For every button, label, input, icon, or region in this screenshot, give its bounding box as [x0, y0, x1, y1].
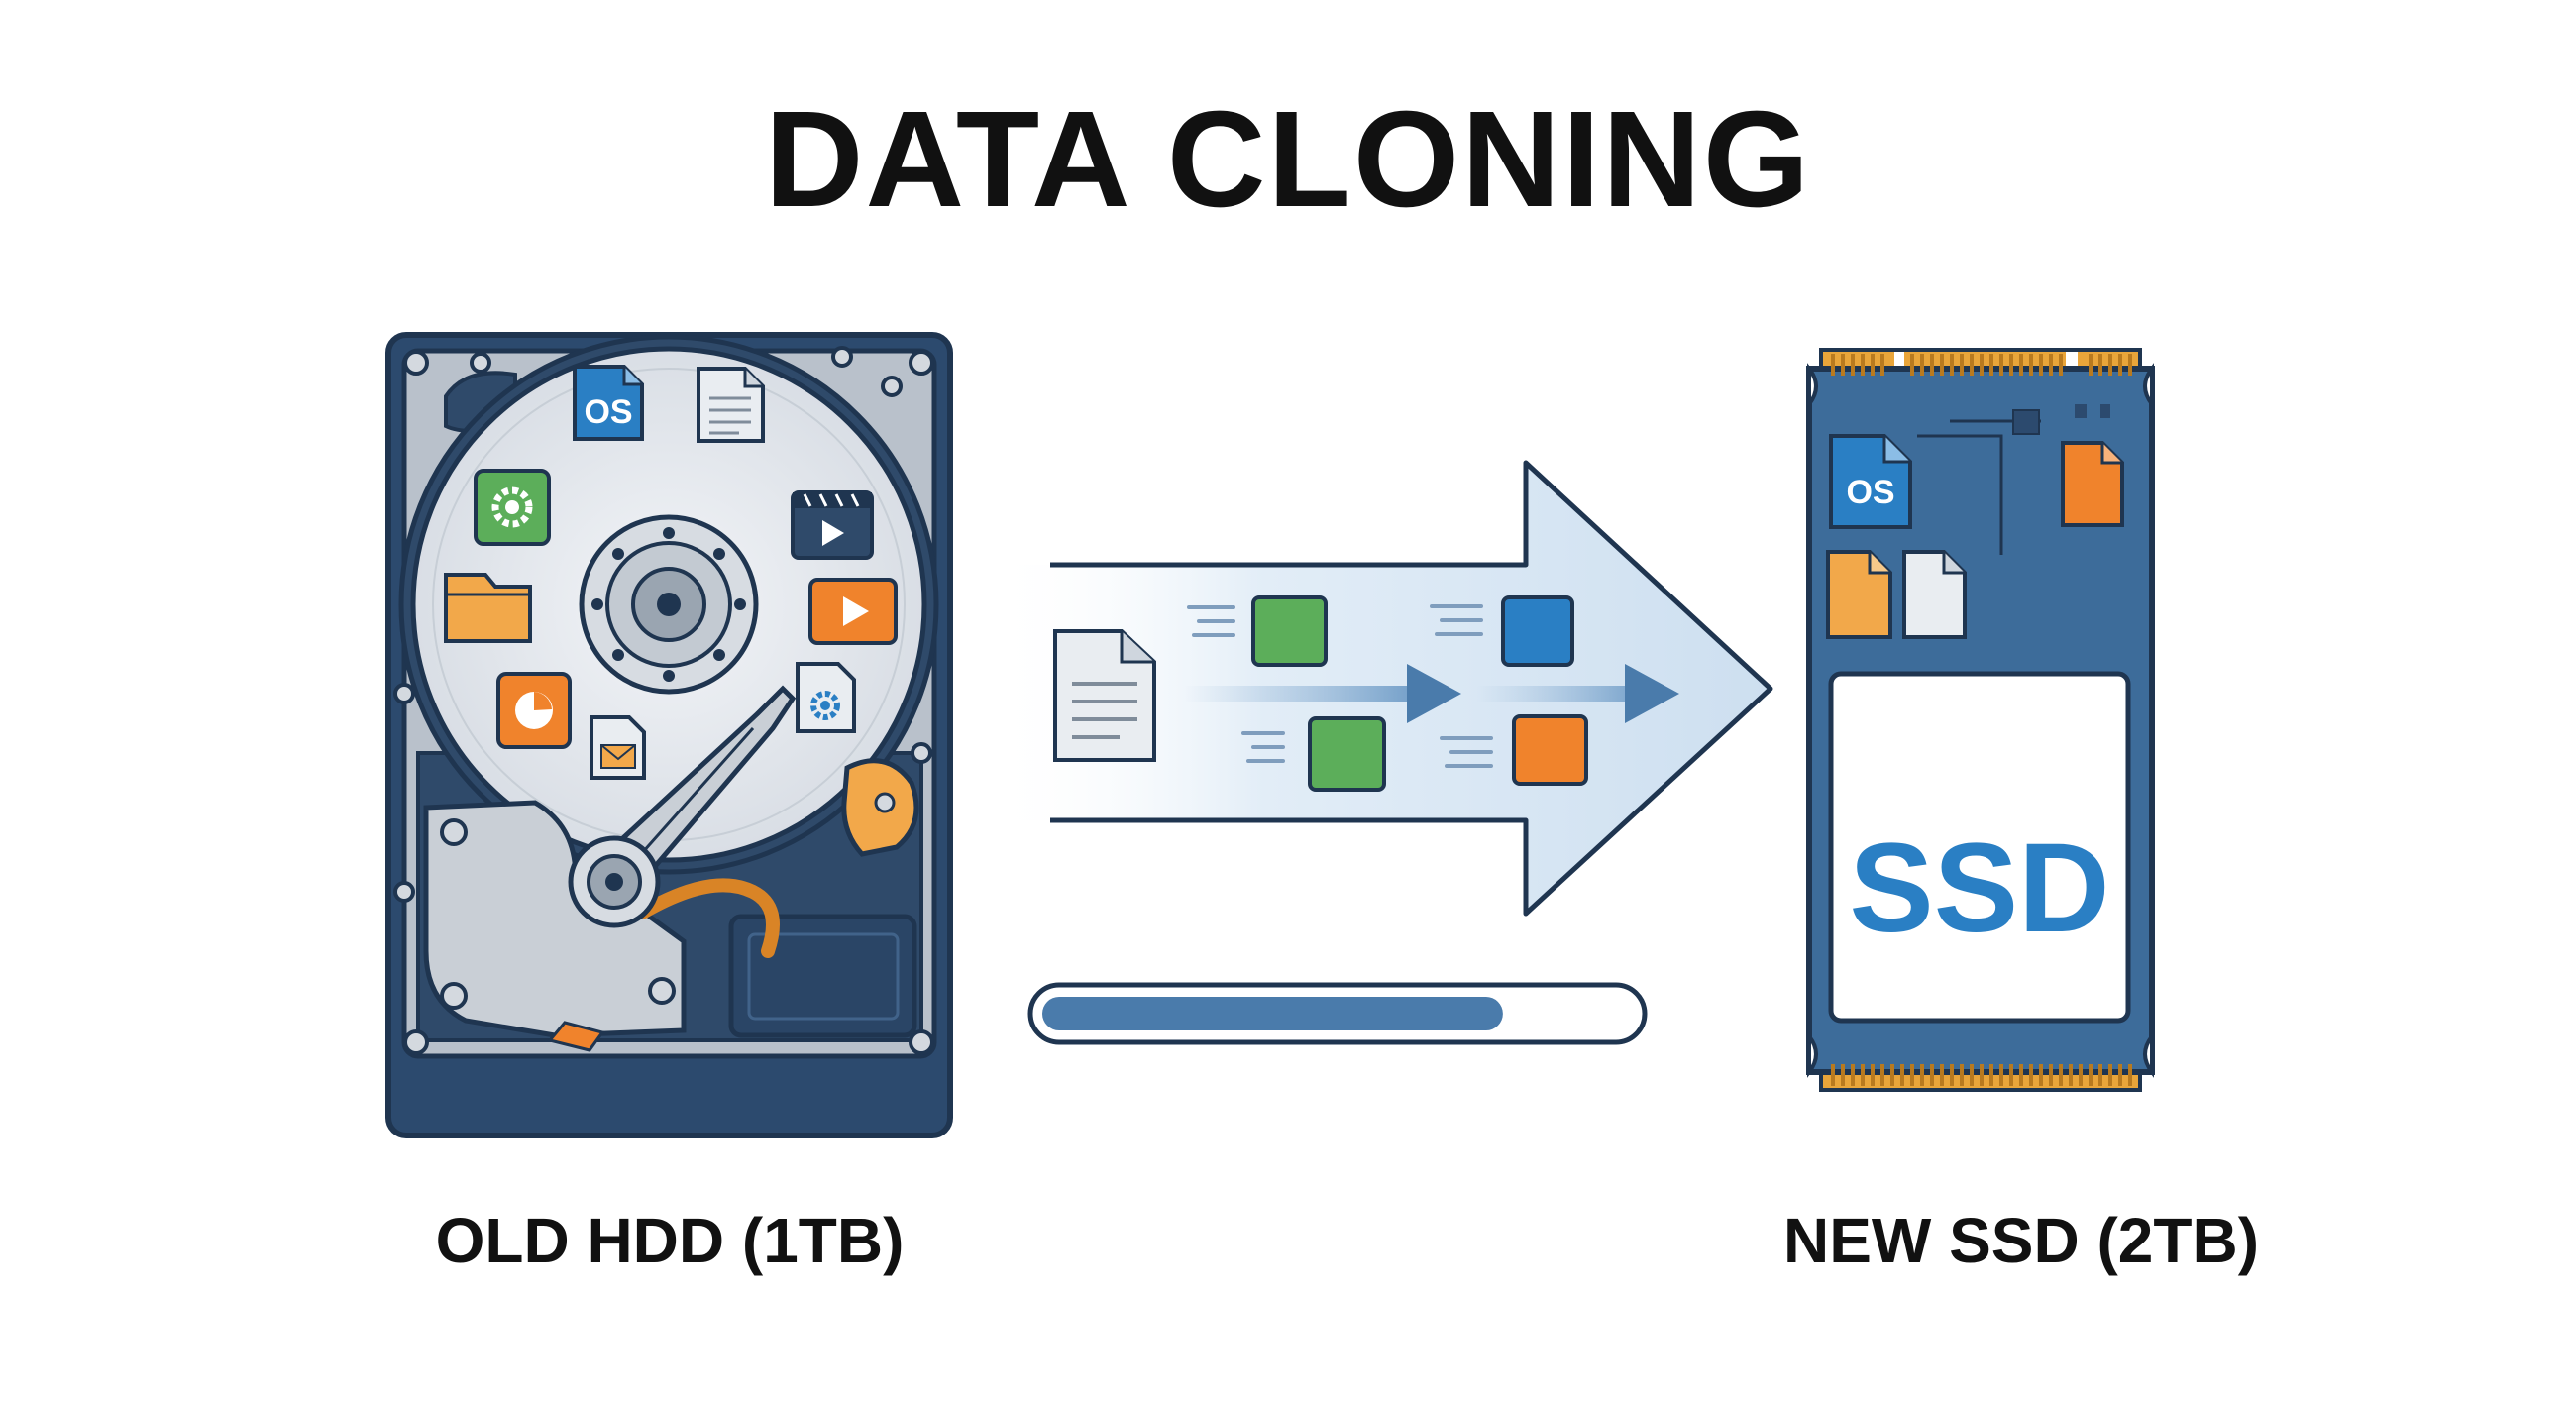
ssd-contacts-bottom	[1831, 1064, 2132, 1086]
gold-contact	[2019, 1064, 2023, 1086]
actuator-plate	[423, 800, 687, 1038]
gold-contact	[1920, 1064, 1924, 1086]
data-block	[1501, 595, 1574, 667]
gold-contact	[1851, 354, 1855, 376]
new-ssd: OS SSD	[1806, 348, 2155, 1092]
ssd-contacts-top	[1831, 354, 2132, 376]
motion-arrow	[1476, 664, 1679, 723]
play-file-icon	[808, 578, 898, 645]
gold-contact	[2098, 1064, 2102, 1086]
orange-file-icon	[2061, 441, 2124, 527]
document-icon	[697, 367, 765, 443]
target-drive-label: NEW SSD (2TB)	[1783, 1205, 2259, 1276]
gold-contact	[1999, 354, 2003, 376]
os-badge-text: OS	[584, 393, 632, 431]
gold-contact	[1980, 354, 1984, 376]
gold-contact	[1890, 1064, 1894, 1086]
gold-contact	[2089, 1064, 2093, 1086]
chart-file-icon	[496, 672, 572, 749]
os-file-icon: OS	[573, 365, 644, 441]
ssd-os-badge-text: OS	[1846, 474, 1894, 511]
ribbon-cable	[637, 878, 780, 958]
gold-contact	[1960, 354, 1964, 376]
gold-contact	[2098, 354, 2102, 376]
gold-contact	[2128, 1064, 2132, 1086]
gold-contact	[1861, 354, 1865, 376]
gold-contact	[2128, 354, 2132, 376]
speed-lines	[1187, 604, 1493, 768]
gold-contact	[1960, 1064, 1964, 1086]
gold-contact	[1980, 1064, 1984, 1086]
amber-file-icon	[1826, 550, 1892, 639]
gold-contact	[1920, 354, 1924, 376]
gold-contact	[2089, 354, 2093, 376]
motion-arrow	[1184, 664, 1461, 723]
gold-contact	[1989, 1064, 1993, 1086]
arrow-icon	[991, 460, 1773, 917]
flowing-document-icon	[1053, 629, 1156, 762]
blank-file-icon	[1902, 550, 1967, 639]
gold-contact	[1851, 1064, 1855, 1086]
gold-contact	[1871, 1064, 1875, 1086]
settings-file-icon	[796, 662, 856, 733]
gold-contact	[1950, 354, 1954, 376]
gold-contact	[2049, 354, 2053, 376]
video-file-icon	[791, 490, 874, 560]
gold-contact	[2019, 354, 2023, 376]
gold-contact	[1861, 1064, 1865, 1086]
gold-contact	[1930, 354, 1934, 376]
folder-icon	[444, 573, 532, 643]
screw-icon	[393, 346, 934, 1055]
gold-contact	[1950, 1064, 1954, 1086]
gold-contact	[1970, 354, 1974, 376]
gold-contact	[1880, 354, 1884, 376]
gold-contact	[1989, 354, 1993, 376]
gold-contact	[1910, 1064, 1914, 1086]
mail-file-icon	[590, 715, 646, 780]
gold-contact	[2079, 1064, 2083, 1086]
gold-contact	[2029, 1064, 2033, 1086]
gold-contact	[1831, 354, 1835, 376]
gear-file-icon	[474, 469, 551, 546]
gold-contact	[1841, 354, 1845, 376]
ssd-chip-text: SSD	[1849, 817, 2109, 959]
gold-contact	[2069, 1064, 2073, 1086]
gold-contact	[1900, 1064, 1904, 1086]
os-file-icon: OS	[1829, 434, 1912, 529]
gold-contact	[2009, 1064, 2013, 1086]
gold-contact	[1999, 1064, 2003, 1086]
spindle-icon	[579, 514, 759, 695]
gold-contact	[2108, 354, 2112, 376]
gold-contact	[1930, 1064, 1934, 1086]
gold-contact	[1940, 354, 1944, 376]
read-write-arm	[568, 685, 797, 928]
progress-fill	[1042, 997, 1503, 1030]
gold-contact	[1940, 1064, 1944, 1086]
gold-contact	[1880, 1064, 1884, 1086]
gold-contact	[1910, 354, 1914, 376]
gold-contact	[2059, 354, 2063, 376]
gold-contact	[2049, 1064, 2053, 1086]
old-hdd: OS	[385, 332, 953, 1138]
gold-contact	[2009, 354, 2013, 376]
gold-contact	[2108, 1064, 2112, 1086]
gold-contact	[2059, 1064, 2063, 1086]
gold-contact	[1970, 1064, 1974, 1086]
gold-contact	[1831, 1064, 1835, 1086]
gold-contact	[2118, 1064, 2122, 1086]
gold-contact	[2029, 354, 2033, 376]
data-block	[1512, 714, 1588, 786]
data-block	[1308, 716, 1386, 792]
page-title: DATA CLONING	[765, 83, 1811, 236]
data-block	[1251, 595, 1328, 667]
gold-contact	[2039, 354, 2043, 376]
ssd-chip	[1828, 671, 2131, 1024]
gold-contact	[1871, 354, 1875, 376]
progress-bar	[1027, 982, 1648, 1045]
gold-contact	[2039, 1064, 2043, 1086]
gold-contact	[2118, 354, 2122, 376]
source-drive-label: OLD HDD (1TB)	[436, 1205, 905, 1276]
gold-contact	[1841, 1064, 1845, 1086]
